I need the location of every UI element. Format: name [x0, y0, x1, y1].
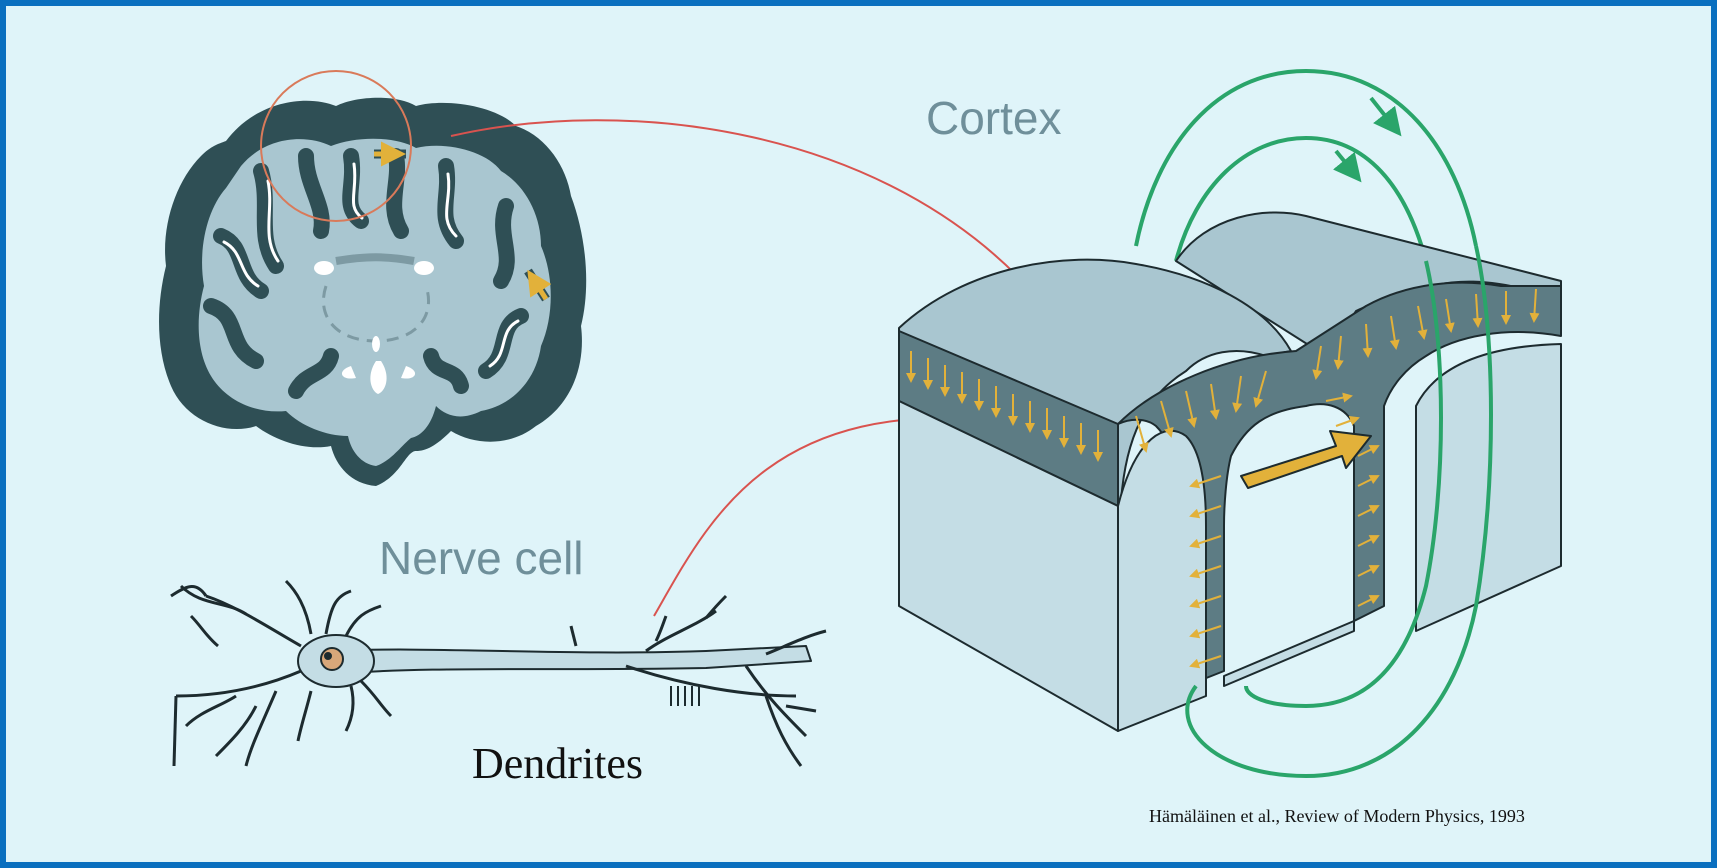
dendrites-label: Dendrites: [472, 739, 643, 788]
neuron-nucleus: [321, 648, 343, 670]
ventricle-right: [414, 261, 434, 275]
cortex-block: [899, 71, 1561, 776]
dipole-arrow: [1241, 431, 1371, 488]
nerve-cell-label: Nerve cell: [379, 532, 584, 584]
field-arrow-outer: [1371, 98, 1398, 132]
neuron-nucleolus: [325, 653, 331, 659]
corpus-callosum: [336, 257, 414, 261]
citation-text: Hämäläinen et al., Review of Modern Phys…: [1149, 806, 1525, 826]
synapse-marks: [671, 686, 699, 706]
brain-cross-section: [159, 71, 586, 486]
neuron-axon: [336, 646, 811, 674]
third-ventricle: [372, 336, 380, 352]
valley-floor: [1224, 621, 1354, 686]
field-arrow-inner: [1336, 151, 1358, 178]
ventricle-left: [314, 261, 334, 275]
cortex-label: Cortex: [926, 92, 1061, 144]
cortex-diagram: Cortex Nerve cell Dendrites Hämäläinen e…: [6, 6, 1711, 862]
white-matter-arch-left: [1118, 431, 1206, 731]
slide-canvas: Cortex Nerve cell Dendrites Hämäläinen e…: [6, 6, 1711, 862]
